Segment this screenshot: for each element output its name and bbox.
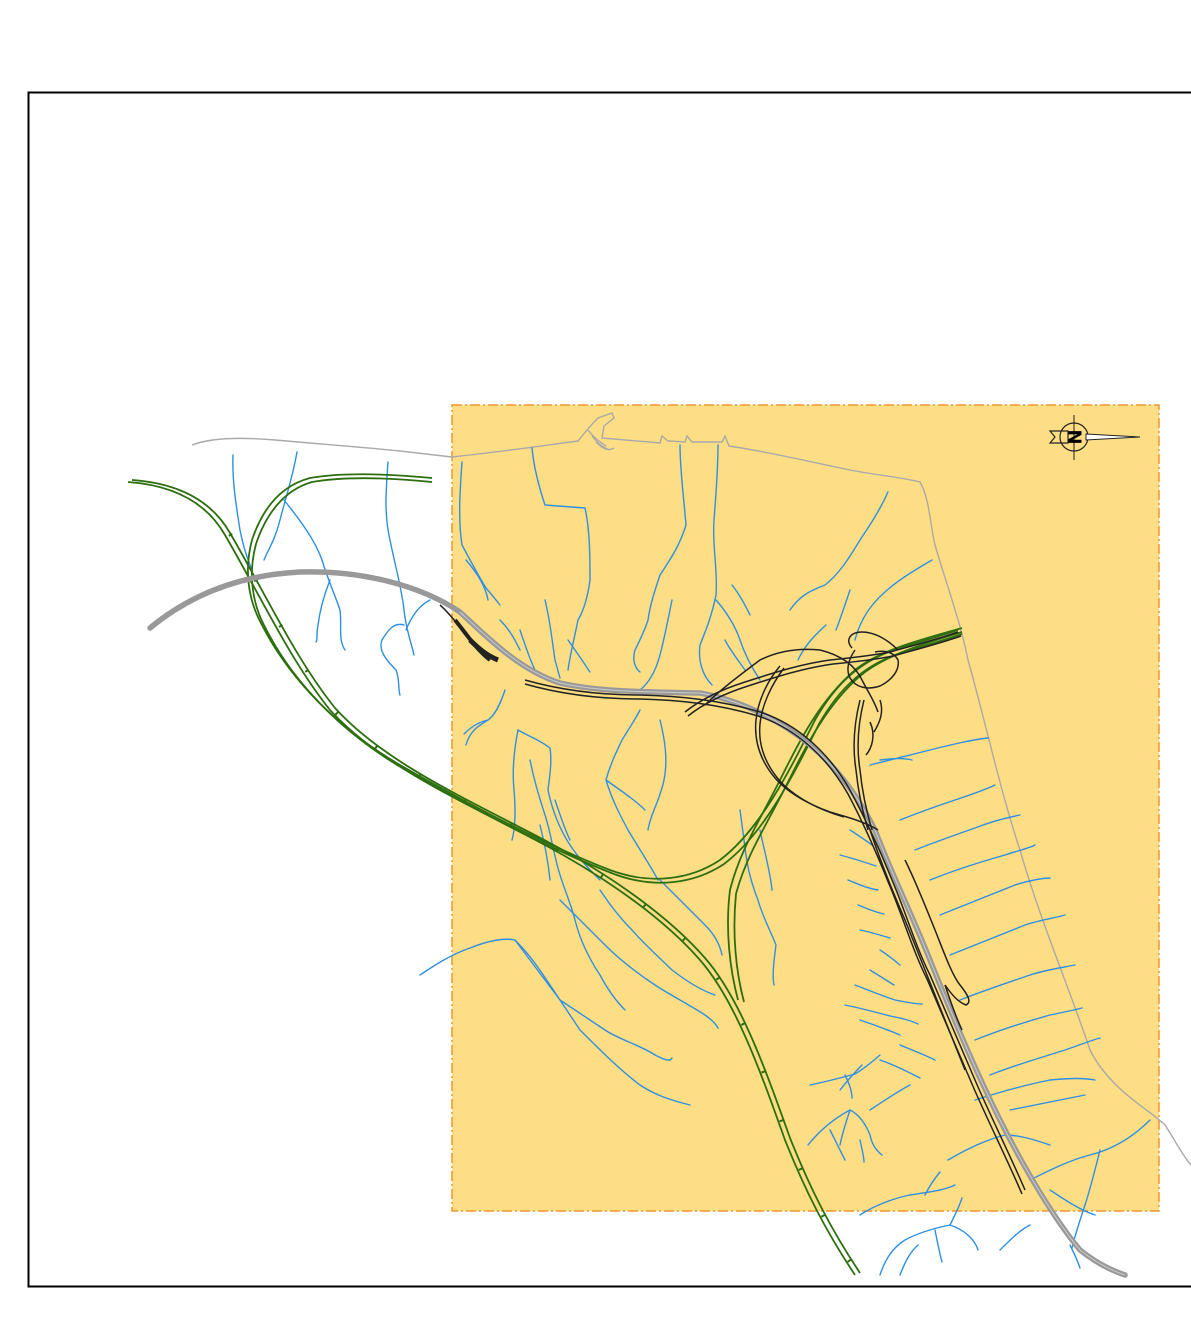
study-area-fill (451, 404, 1160, 1212)
coastline (191, 412, 1191, 1166)
stream-network (232, 444, 1151, 1276)
north-arrow-icon: N (1048, 415, 1141, 460)
roads-proposed (439, 604, 1026, 1195)
highway-existing-lanes (459, 611, 1126, 1276)
map-frame (27, 91, 1191, 1288)
north-arrow-label: N (1064, 429, 1085, 444)
